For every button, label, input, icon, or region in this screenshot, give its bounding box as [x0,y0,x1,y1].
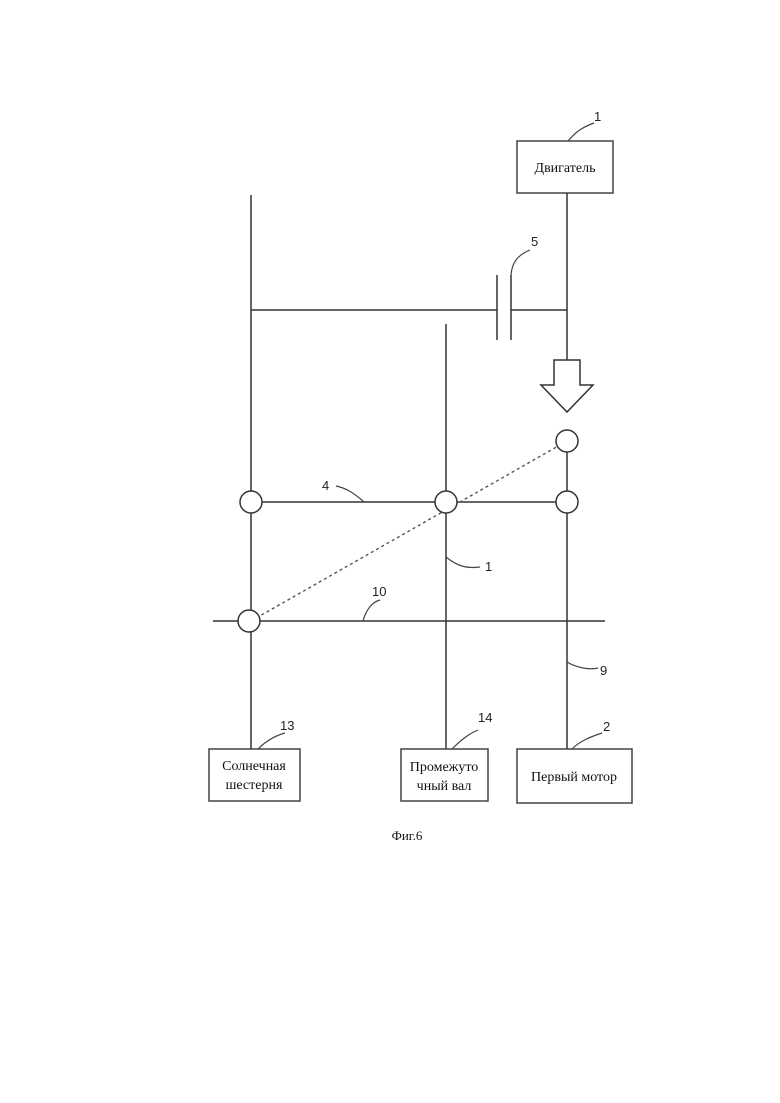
brake-ref-leader [511,250,530,275]
input-arrow-icon [541,360,593,412]
sun-gear-axis-node [238,610,260,632]
intermediate-shaft-label-line1: Промежуто [410,760,479,775]
first-motor-label: Первый мотор [531,770,617,785]
carrier-node-sun-gear [240,491,262,513]
first-motor-line-ref-leader [567,662,598,669]
intermediate-shaft-ref-number: 14 [478,710,492,725]
intermediate-ref-leader [446,557,480,568]
intermediate-shaft-ref-leader [452,730,478,749]
engine-ref-number: 1 [594,109,601,124]
sun-gear-label-line1: Солнечная [222,759,286,774]
carrier-node-intermediate [435,491,457,513]
sun-gear-ref-leader [258,733,285,749]
carrier-node-first-motor [556,491,578,513]
first-motor-line-ref-number: 9 [600,663,607,678]
intermediate-shaft-label-line2: чный вал [417,779,472,794]
sun-gear-box [209,749,300,801]
collinear-dashed-line [251,441,567,621]
brake-ref-number: 5 [531,234,538,249]
engine-input-node [556,430,578,452]
first-motor-ref-number: 2 [603,719,610,734]
figure-caption: Фиг.6 [392,828,423,843]
engine-ref-leader [568,123,594,141]
engine-label: Двигатель [535,161,596,176]
carrier-ref-leader [336,486,364,502]
sun-gear-label-line2: шестерня [226,778,283,793]
axis-ref-leader [363,600,380,621]
sun-gear-ref-number: 13 [280,718,294,733]
first-motor-ref-leader [572,733,602,749]
intermediate-ref-number: 1 [485,559,492,574]
axis-ref-number: 10 [372,584,386,599]
carrier-ref-number: 4 [322,478,329,493]
